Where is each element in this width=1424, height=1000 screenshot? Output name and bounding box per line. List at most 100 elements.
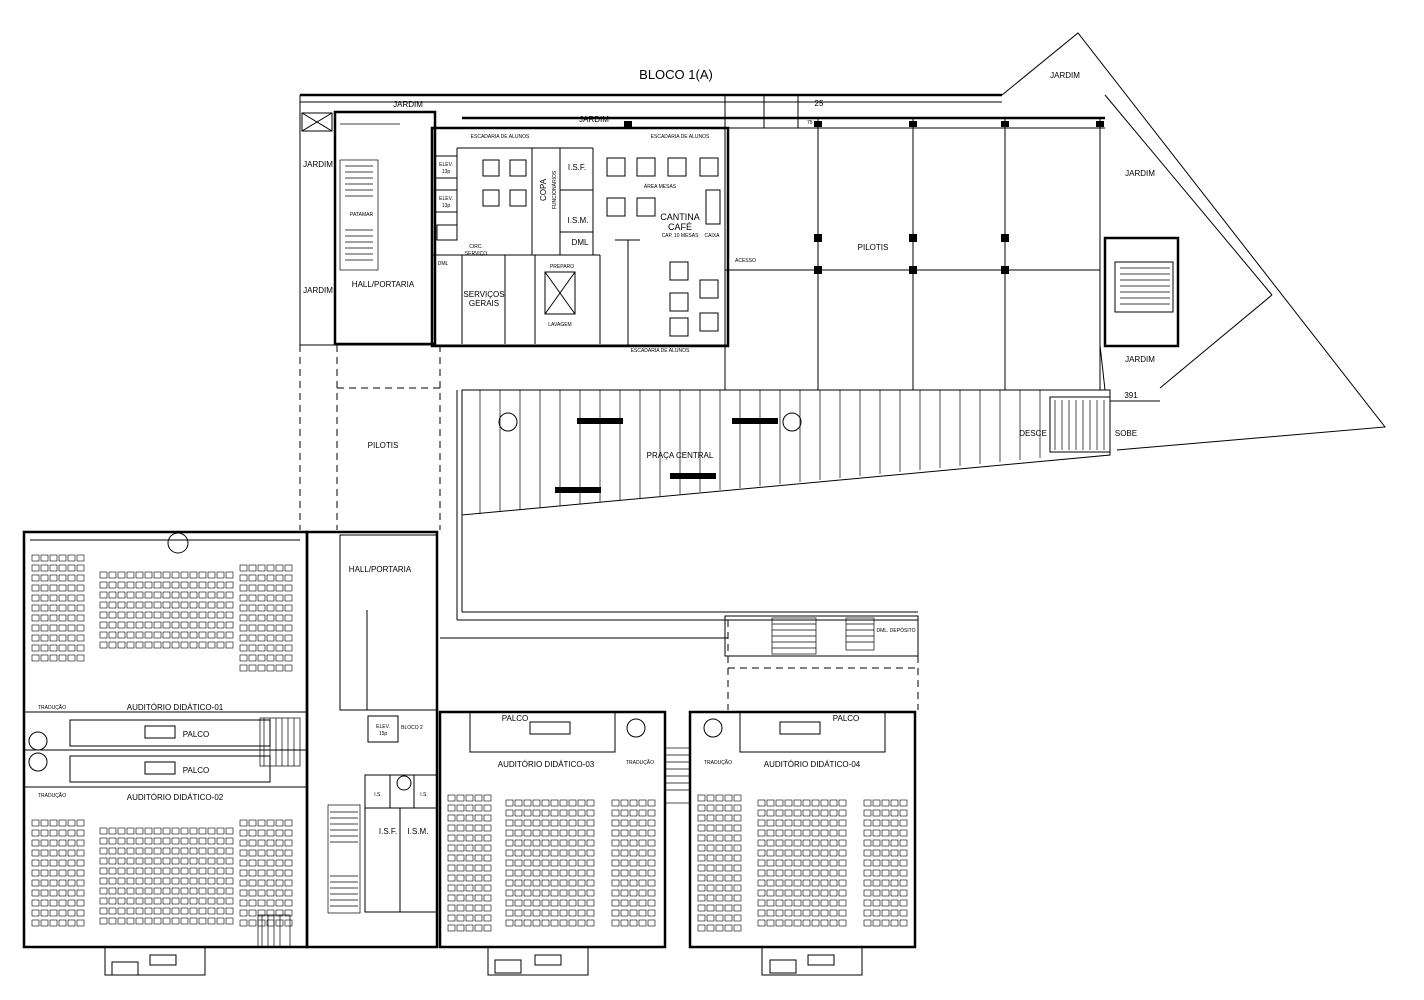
seat [266, 654, 275, 662]
seat [863, 879, 872, 887]
seat [505, 859, 514, 867]
seat [266, 889, 275, 897]
seat [189, 847, 198, 855]
seat [541, 879, 550, 887]
seat [40, 909, 49, 917]
seat [67, 849, 76, 857]
seat [239, 564, 248, 572]
seat [40, 624, 49, 632]
seat [550, 829, 559, 837]
seat [784, 869, 793, 877]
seat [611, 869, 620, 877]
seat [541, 899, 550, 907]
seat [198, 867, 207, 875]
seat [514, 909, 523, 917]
seat [559, 869, 568, 877]
seat [180, 641, 189, 649]
seat [266, 829, 275, 837]
seat [49, 654, 58, 662]
seat [180, 621, 189, 629]
seat [611, 859, 620, 867]
palco-1-label: PALCO [183, 730, 210, 739]
seat [49, 624, 58, 632]
seat [757, 899, 766, 907]
seat [820, 889, 829, 897]
seat [266, 584, 275, 592]
seat [872, 849, 881, 857]
seat [483, 844, 492, 852]
seat [733, 804, 742, 812]
area-mesas-label: ÁREA MESAS [644, 183, 677, 190]
seat [474, 824, 483, 832]
seat [829, 909, 838, 917]
seat [248, 564, 257, 572]
seat [207, 581, 216, 589]
seat [189, 571, 198, 579]
seat [881, 919, 890, 927]
seat [757, 829, 766, 837]
seat [198, 897, 207, 905]
seat [257, 829, 266, 837]
seat [447, 864, 456, 872]
seat [811, 869, 820, 877]
seat [829, 829, 838, 837]
seat [76, 889, 85, 897]
seat [198, 907, 207, 915]
seat [126, 631, 135, 639]
seat [829, 879, 838, 887]
seat [49, 594, 58, 602]
seat [248, 849, 257, 857]
seat [284, 664, 293, 672]
seat [135, 611, 144, 619]
seat [284, 909, 293, 917]
seat [275, 664, 284, 672]
seat [505, 869, 514, 877]
seat [40, 574, 49, 582]
seat [483, 874, 492, 882]
seat [523, 869, 532, 877]
seat [225, 631, 234, 639]
seat [465, 804, 474, 812]
seat [58, 644, 67, 652]
seat [216, 571, 225, 579]
seat [456, 894, 465, 902]
seat [207, 621, 216, 629]
seat [180, 877, 189, 885]
patamar-label: PATAMAR [350, 212, 373, 218]
seat [216, 641, 225, 649]
seat [706, 894, 715, 902]
seat [550, 819, 559, 827]
seat [207, 917, 216, 925]
seat [890, 879, 899, 887]
seat [153, 581, 162, 589]
seat [117, 867, 126, 875]
seat [31, 829, 40, 837]
seat [117, 857, 126, 865]
seat [239, 584, 248, 592]
seat-grid-aud2 [31, 819, 293, 927]
seat [881, 859, 890, 867]
seat [802, 829, 811, 837]
seat [144, 917, 153, 925]
seat [99, 601, 108, 609]
seat [67, 919, 76, 927]
seat [284, 869, 293, 877]
seat [820, 809, 829, 817]
seat [31, 909, 40, 917]
seat [766, 919, 775, 927]
seat [586, 819, 595, 827]
seat [162, 887, 171, 895]
seat [483, 804, 492, 812]
seat [568, 909, 577, 917]
seat [171, 621, 180, 629]
seat [474, 804, 483, 812]
seat [126, 591, 135, 599]
dim-25: 25 [815, 99, 824, 108]
seat [793, 919, 802, 927]
stair-left-block [257, 717, 301, 948]
seat [31, 899, 40, 907]
dml-top-label: DML [572, 238, 589, 247]
seat [239, 849, 248, 857]
praca-central-label: PRAÇA CENTRAL [647, 451, 714, 460]
seat [162, 857, 171, 865]
